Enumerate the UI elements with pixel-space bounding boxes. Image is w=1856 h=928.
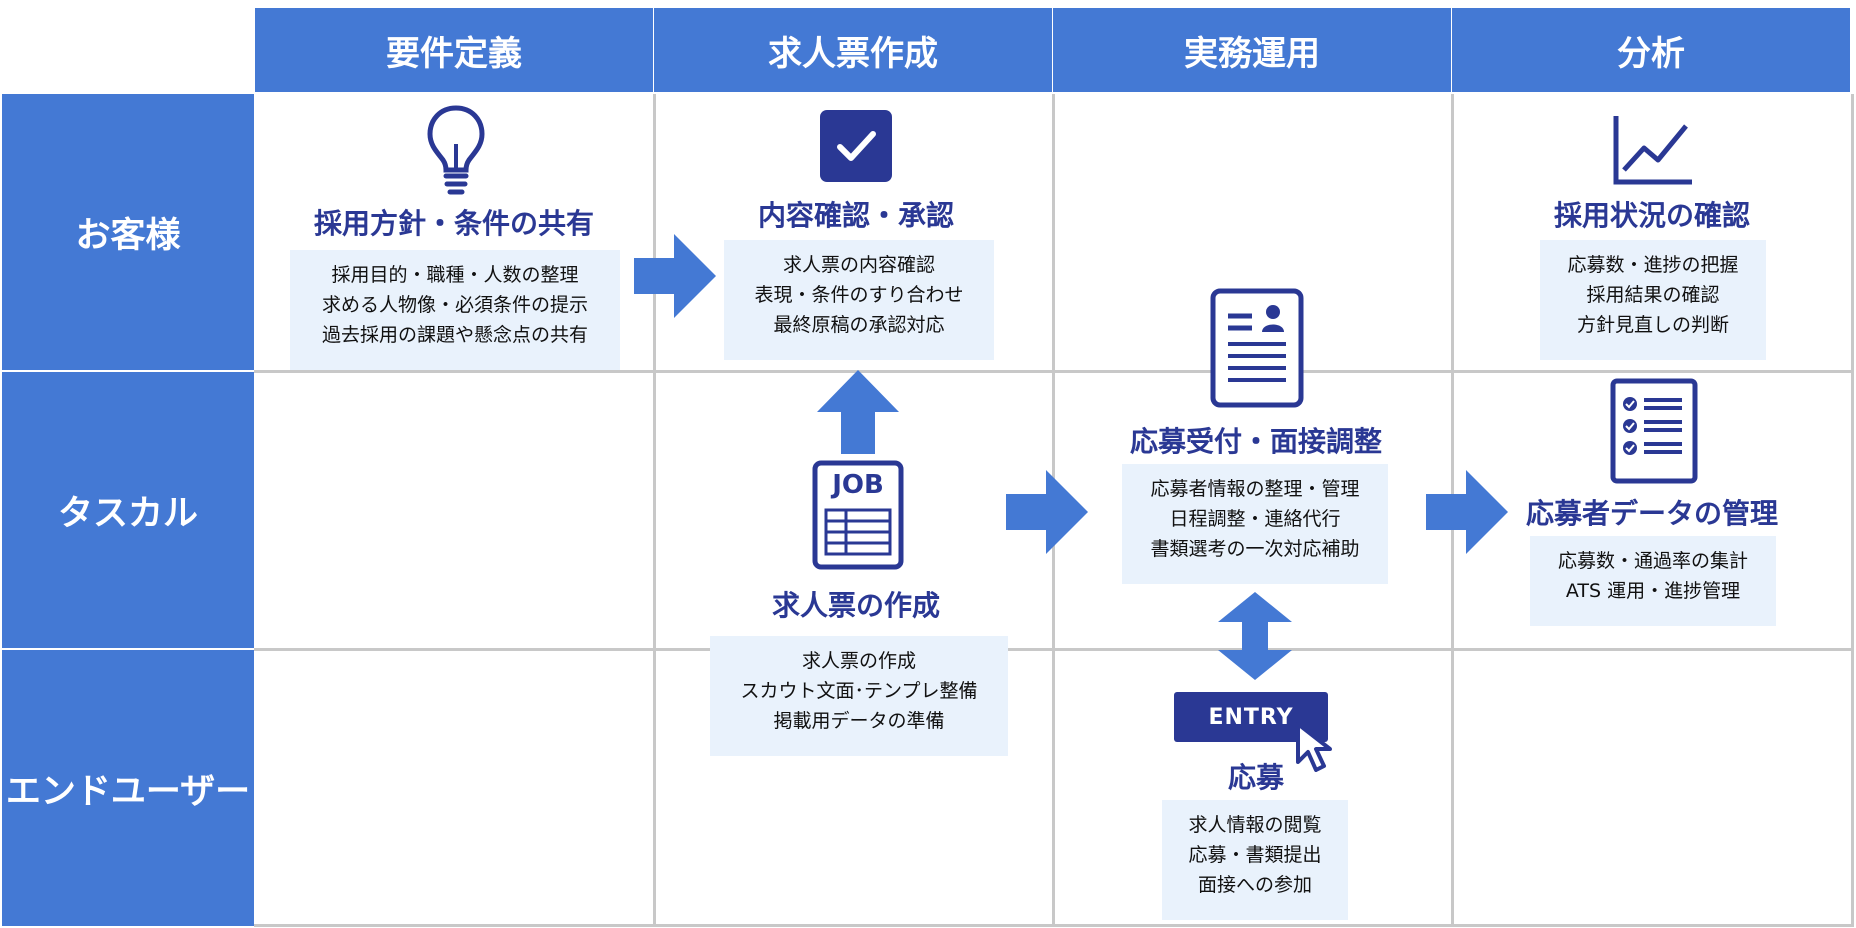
list-item: 表現・条件のすり合わせ xyxy=(754,284,964,306)
list-item: 採用結果の確認 xyxy=(1586,284,1720,306)
list-item: 求人票の内容確認 xyxy=(782,254,935,276)
grid-line xyxy=(254,648,1854,651)
column-header-analysis: 分析 xyxy=(1452,8,1850,92)
hiring-policy-title: 採用方針・条件の共有 xyxy=(313,207,594,240)
row-header-client: お客様 xyxy=(2,94,254,370)
hiring-status-box: 応募数・進捗の把握 採用結果の確認 方針見直しの判断 xyxy=(1540,240,1766,360)
row-header-taskal: タスカル xyxy=(2,372,254,648)
job-creation-box: 求人票の作成 スカウト文面･テンプレ整備 掲載用データの準備 xyxy=(710,636,1008,756)
list-item: 応募・書類提出 xyxy=(1188,844,1322,866)
list-item: 応募数・通過率の集計 xyxy=(1557,550,1748,572)
apply-title: 応募 xyxy=(1227,761,1284,794)
list-item: スカウト文面･テンプレ整備 xyxy=(740,680,978,702)
lightbulb-icon xyxy=(427,105,485,195)
list-item: 書類選考の一次対応補助 xyxy=(1150,538,1360,560)
applicant-data-box: 応募数・通過率の集計 ATS 運用・進捗管理 xyxy=(1530,536,1776,626)
checklist-icon xyxy=(1610,378,1698,484)
list-item: 求人票の作成 xyxy=(801,650,916,672)
list-item: 最終原稿の承認対応 xyxy=(773,314,945,336)
list-item: 日程調整・連絡代行 xyxy=(1169,508,1341,530)
checkbox-icon xyxy=(820,110,892,182)
column-header-job-posting: 求人票作成 xyxy=(654,8,1052,92)
arrow-up-icon xyxy=(817,370,899,454)
content-check-box: 求人票の内容確認 表現・条件のすり合わせ 最終原稿の承認対応 xyxy=(724,240,994,360)
hiring-status-title: 採用状況の確認 xyxy=(1553,199,1750,232)
job-icon-label: JOB xyxy=(832,470,884,500)
applicant-data-title: 応募者データの管理 xyxy=(1525,497,1778,530)
column-header-operations: 実務運用 xyxy=(1053,8,1451,92)
arrow-right-icon xyxy=(634,234,716,318)
row-header-end-user: エンドユーザー xyxy=(2,650,254,926)
apply-box: 求人情報の閲覧 応募・書類提出 面接への参加 xyxy=(1162,800,1348,920)
list-item: 過去採用の課題や懸念点の共有 xyxy=(321,324,588,346)
list-item: 求める人物像・必須条件の提示 xyxy=(321,294,588,316)
list-item: 方針見直しの判断 xyxy=(1576,314,1729,336)
list-item: 応募数・進捗の把握 xyxy=(1567,254,1739,276)
list-item: 採用目的・職種・人数の整理 xyxy=(331,264,579,286)
arrow-right-icon xyxy=(1426,470,1508,554)
list-item: 掲載用データの準備 xyxy=(773,710,945,732)
list-item: 求人情報の閲覧 xyxy=(1188,814,1322,836)
resume-document-icon xyxy=(1210,288,1304,408)
arrow-right-icon xyxy=(1006,470,1088,554)
list-item: ATS 運用・進捗管理 xyxy=(1565,580,1741,602)
hiring-policy-box: 採用目的・職種・人数の整理 求める人物像・必須条件の提示 過去採用の課題や懸念点… xyxy=(290,250,620,370)
grid-line xyxy=(1851,94,1854,926)
grid-line xyxy=(254,370,1854,373)
line-chart-icon xyxy=(1613,116,1692,185)
grid-line xyxy=(653,94,656,926)
arrow-up-down-icon xyxy=(1218,592,1292,680)
content-check-title: 内容確認・承認 xyxy=(757,199,954,232)
grid-line xyxy=(254,924,1854,927)
application-handling-title: 応募受付・面接調整 xyxy=(1129,425,1382,458)
application-handling-box: 応募者情報の整理・管理 日程調整・連絡代行 書類選考の一次対応補助 xyxy=(1122,464,1388,584)
list-item: 応募者情報の整理・管理 xyxy=(1150,478,1360,500)
cursor-icon xyxy=(1296,722,1332,772)
job-creation-title: 求人票の作成 xyxy=(771,589,940,622)
column-header-requirements: 要件定義 xyxy=(255,8,653,92)
job-document-icon xyxy=(812,460,904,570)
list-item: 面接への参加 xyxy=(1197,874,1312,896)
